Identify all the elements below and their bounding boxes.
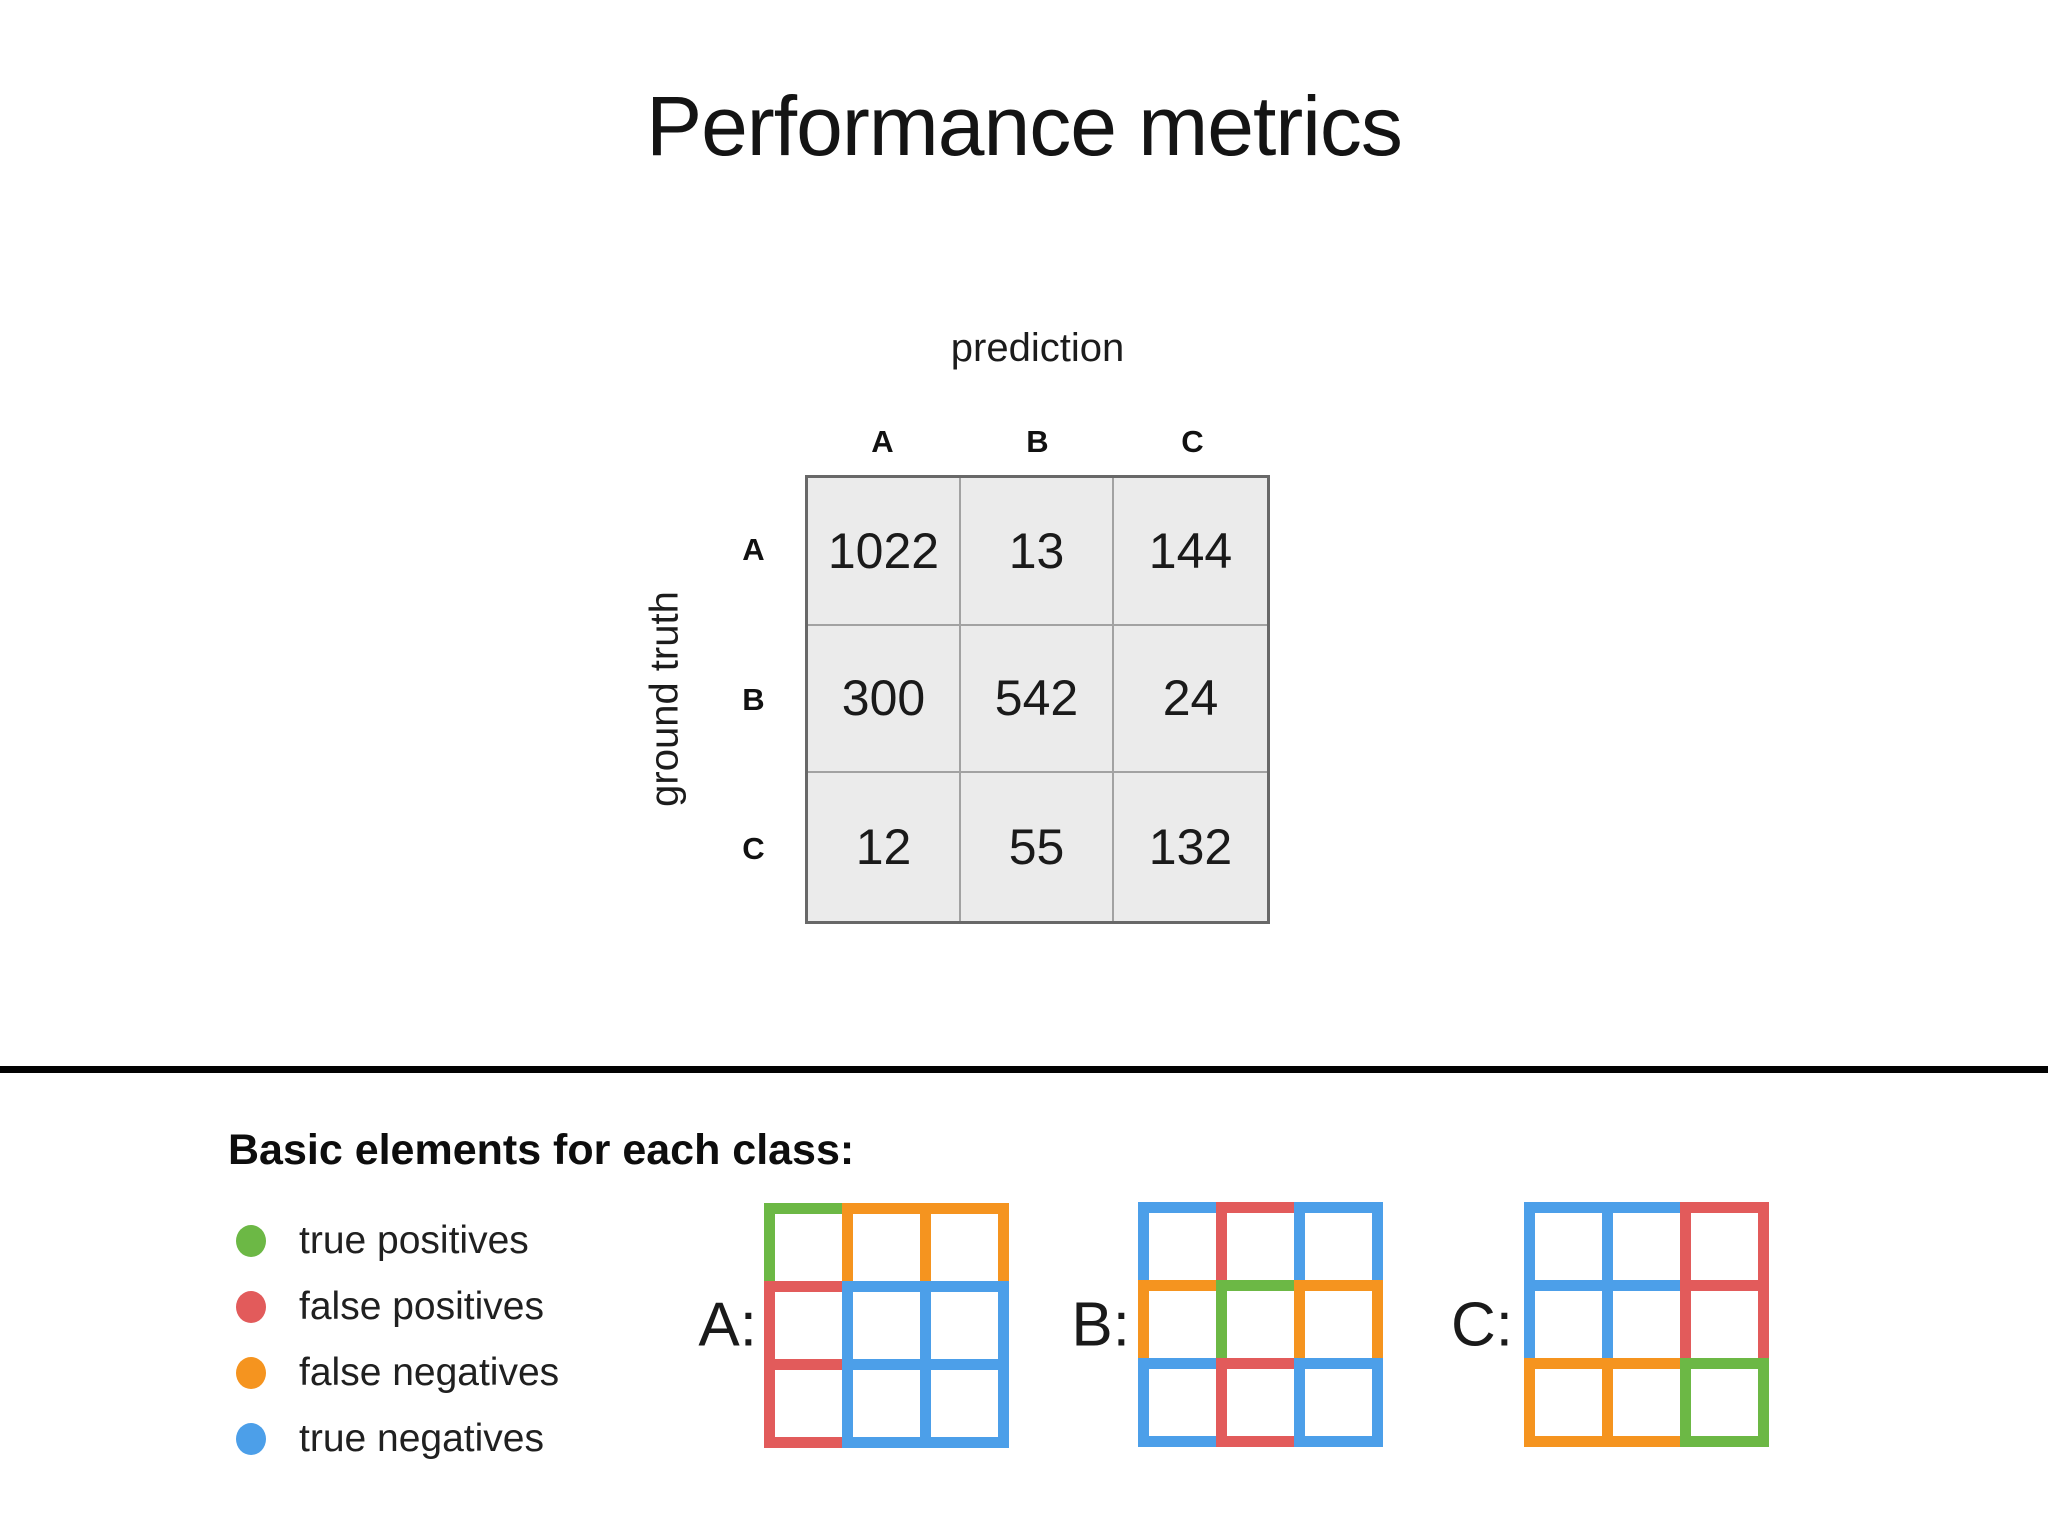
page-title: Performance metrics [646, 79, 1403, 173]
class-grid-cell-fp [1216, 1202, 1305, 1291]
matrix-column-headers: A B C [805, 424, 1270, 460]
matrix-cell-bb: 542 [961, 625, 1114, 774]
matrix-cell-aa: 1022 [808, 478, 961, 626]
class-grid-label-b: B: [1071, 1290, 1130, 1360]
class-grid-cell-tn [1602, 1202, 1691, 1291]
confusion-matrix-table: 1022 13 144 300 542 24 12 55 132 [805, 475, 1270, 924]
class-grid-cell-fn [920, 1203, 1009, 1292]
class-grid-cell-fn [1524, 1358, 1613, 1447]
legend-label: false negatives [299, 1351, 560, 1394]
true-positives-dot-icon [236, 1225, 266, 1257]
legend-item-false-negatives: false negatives [236, 1340, 559, 1406]
class-grid-b [1138, 1202, 1383, 1447]
class-grid-cell-tn [920, 1359, 1009, 1448]
false-negatives-dot-icon [236, 1357, 266, 1389]
legend: true positives false positives false neg… [236, 1208, 559, 1472]
false-positives-dot-icon [236, 1291, 266, 1323]
class-grid-c [1524, 1202, 1769, 1447]
class-grid-cell-tn [1138, 1202, 1227, 1291]
class-grid-cell-fn [1294, 1280, 1383, 1369]
matrix-row-header-b: B [742, 681, 765, 717]
matrix-cell-bc: 24 [1114, 626, 1267, 774]
legend-label: true positives [299, 1219, 529, 1262]
class-grid-cell-tp [764, 1203, 853, 1292]
class-grid-cell-tn [1602, 1280, 1691, 1369]
true-negatives-dot-icon [236, 1423, 266, 1455]
class-grid-cell-fp [1680, 1202, 1769, 1291]
matrix-cell-ca: 12 [808, 773, 961, 921]
prediction-axis-label: prediction [950, 326, 1125, 370]
class-grid-cell-tp [1680, 1358, 1769, 1447]
class-grid-cell-tp [1216, 1280, 1305, 1369]
ground-truth-axis-label: ground truth [642, 591, 687, 807]
class-grid-label-a: A: [698, 1290, 757, 1360]
matrix-col-header-b: B [1026, 424, 1049, 459]
section-divider [0, 1066, 2048, 1073]
class-grid-cell-fp [764, 1359, 853, 1448]
class-grid-cell-tn [1524, 1202, 1613, 1291]
class-grid-cell-tn [842, 1359, 931, 1448]
class-grid-cell-fn [842, 1203, 931, 1292]
matrix-row-headers: A B C [726, 475, 781, 924]
matrix-cell-cb: 55 [961, 773, 1114, 921]
class-grid-cell-tn [1138, 1358, 1227, 1447]
class-grid-cell-tn [842, 1281, 931, 1370]
matrix-row-header-a: A [742, 531, 765, 567]
matrix-col-header-a: A [871, 424, 894, 459]
class-grid-cell-tn [1294, 1358, 1383, 1447]
class-grid-label-c: C: [1451, 1290, 1513, 1360]
class-grid-cell-tn [1524, 1280, 1613, 1369]
class-grid-cell-fp [1680, 1280, 1769, 1369]
class-grid-cell-tn [1294, 1202, 1383, 1291]
matrix-row-header-c: C [742, 831, 765, 867]
legend-heading: Basic elements for each class: [228, 1126, 855, 1174]
class-grid-cell-fp [1216, 1358, 1305, 1447]
class-grid-cell-tn [920, 1281, 1009, 1370]
matrix-cell-ba: 300 [808, 625, 961, 774]
legend-item-true-negatives: true negatives [236, 1406, 559, 1472]
matrix-cell-ac: 144 [1114, 478, 1267, 626]
class-grid-cell-fn [1138, 1280, 1227, 1369]
legend-label: true negatives [299, 1417, 544, 1460]
matrix-col-header-c: C [1181, 424, 1204, 459]
matrix-cell-ab: 13 [961, 478, 1114, 626]
class-grid-cell-fn [1602, 1358, 1691, 1447]
class-grid-cell-fp [764, 1281, 853, 1370]
legend-item-false-positives: false positives [236, 1274, 559, 1340]
legend-label: false positives [299, 1285, 544, 1328]
legend-item-true-positives: true positives [236, 1208, 559, 1274]
class-grid-a [764, 1203, 1009, 1448]
matrix-cell-cc: 132 [1148, 819, 1233, 876]
